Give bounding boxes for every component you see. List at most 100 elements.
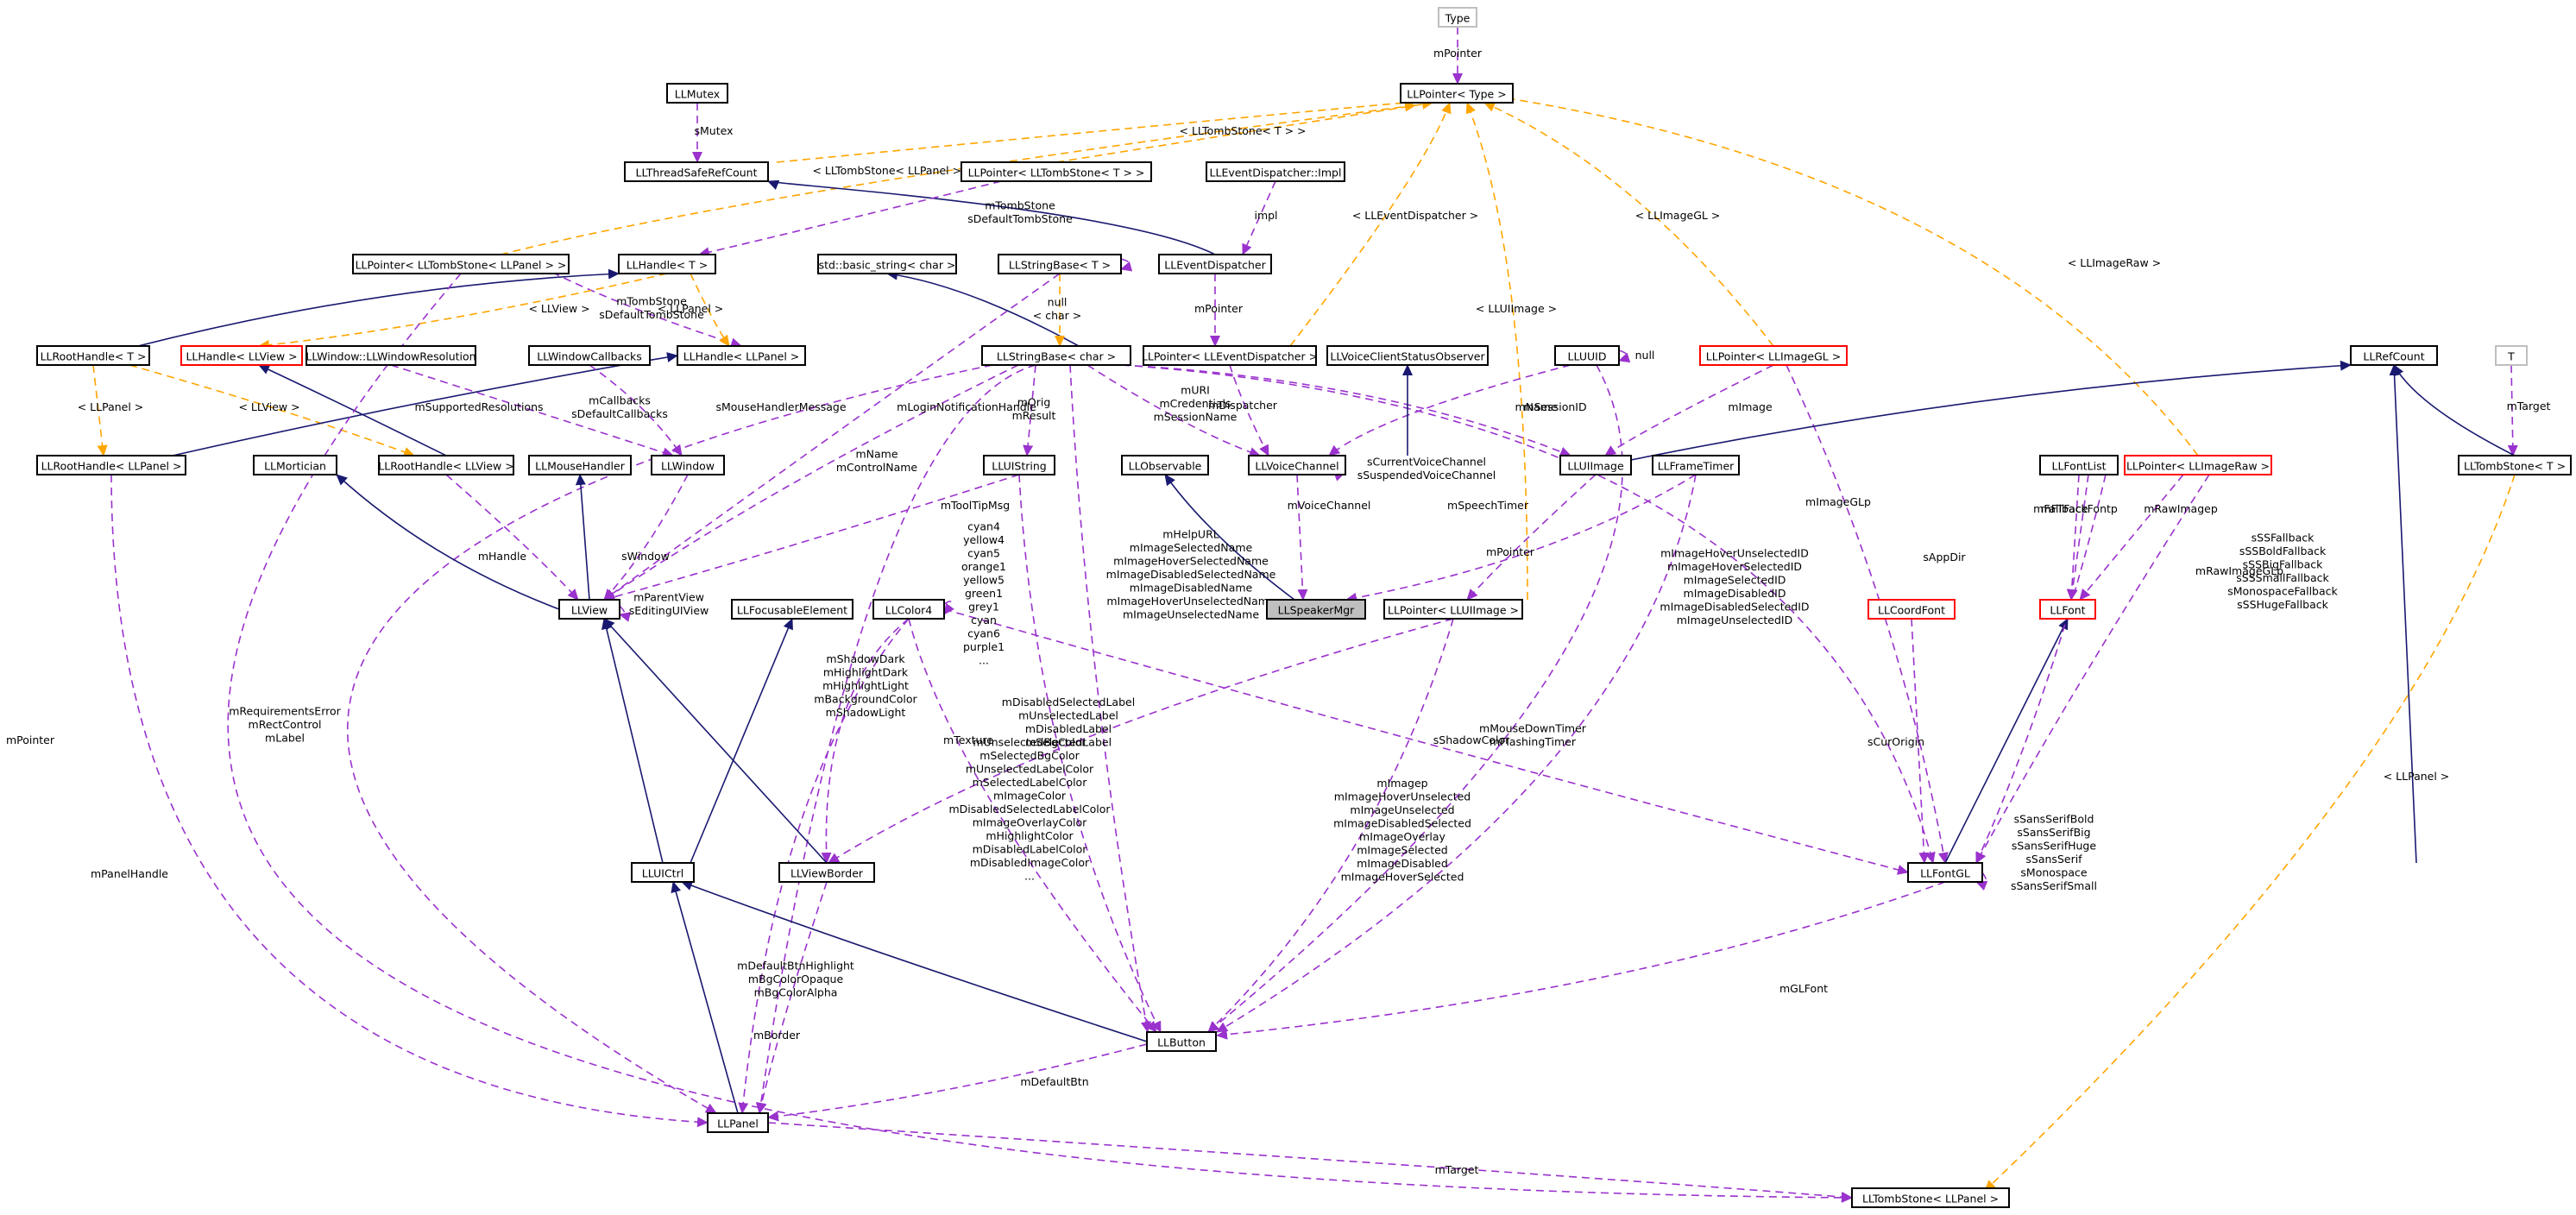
edge-label-ptr_imageraw-to-ptr_type: < LLImageRaw > (2068, 256, 2161, 269)
class-name: LLMouseHandler (535, 460, 626, 473)
class-node-handle-panel[interactable]: LLHandle< LLPanel > (677, 345, 806, 366)
edge-line (346, 364, 993, 1114)
edge-sb_char-to-uiimage (1121, 364, 1571, 457)
class-node-button[interactable]: LLButton (1146, 1031, 1217, 1052)
class-name: LLFont (2050, 604, 2085, 617)
edge-label-line: sShadowColor (1433, 733, 1510, 746)
edge-label-ptr_uiimage-to-button: mImagepmImageHoverUnselectedmImageUnsele… (1333, 777, 1471, 884)
edge-label-line: mSessionID (1523, 400, 1586, 413)
class-node-vchannel[interactable]: LLVoiceChannel (1248, 455, 1346, 475)
class-name: LLMortician (264, 460, 326, 473)
edge-label-line: cyan6 (967, 627, 1000, 640)
class-node-view[interactable]: LLView (558, 599, 620, 620)
class-node-ptr-ts-panel[interactable]: LLPointer< LLTombStone< LLPanel > > (352, 254, 570, 274)
class-node-uistring[interactable]: LLUIString (983, 455, 1055, 475)
class-name: LLFrameTimer (1658, 460, 1735, 473)
class-node-speakermgr[interactable]: LLSpeakerMgr (1266, 599, 1366, 620)
class-name: LLRefCount (2363, 350, 2424, 363)
class-node-panel[interactable]: LLPanel (707, 1112, 769, 1133)
class-node-frametimer[interactable]: LLFrameTimer (1652, 455, 1740, 475)
class-name: LLVoiceClientStatusObserver (1330, 350, 1485, 363)
class-node-mouse[interactable]: LLMouseHandler (528, 455, 632, 475)
edge-line (755, 364, 1036, 1114)
class-node-handle-t[interactable]: LLHandle< T > (618, 254, 716, 274)
class-node-handle-view[interactable]: LLHandle< LLView > (180, 345, 303, 366)
class-node-evd[interactable]: LLEventDispatcher (1158, 254, 1272, 274)
edge-label-line: mResult (1012, 409, 1056, 422)
class-node-uiimage[interactable]: LLUIImage (1559, 455, 1632, 475)
edge-fontlist-to-font (2066, 474, 2080, 601)
edge-label-line: mDisabledLabel (1025, 722, 1112, 735)
class-node-coordfont[interactable]: LLCoordFont (1867, 599, 1956, 620)
edge-line (601, 618, 664, 864)
class-node-tmplT[interactable]: T (2495, 345, 2528, 366)
class-name: LLPanel (717, 1117, 759, 1130)
class-name: Type (1445, 12, 1471, 25)
class-node-viewborder[interactable]: LLViewBorder (778, 862, 875, 883)
edge-uistring-to-button (1018, 474, 1162, 1033)
class-node-ptr-imageraw[interactable]: LLPointer< LLImageRaw > (2124, 455, 2272, 475)
class-node-ptr-imagegl[interactable]: LLPointer< LLImageGL > (1699, 345, 1848, 366)
class-node-ptr-ts-t[interactable]: LLPointer< LLTombStone< T > > (960, 161, 1152, 182)
class-node-win-cb[interactable]: LLWindowCallbacks (528, 345, 651, 366)
class-node-ptr-evd[interactable]: LLPointer< LLEventDispatcher > (1142, 345, 1318, 366)
class-node-ptr-type[interactable]: LLPointer< Type > (1400, 83, 1514, 104)
class-node-font[interactable]: LLFont (2039, 599, 2096, 620)
class-node-mortician[interactable]: LLMortician (253, 455, 337, 475)
edge-label-sb_char-to-button: mHelpURLmImageSelectedNamemImageHoverSel… (1106, 528, 1276, 621)
edge-label-line: sSSSmallFallback (2236, 571, 2329, 584)
class-node-ts-panel[interactable]: LLTombStone< LLPanel > (1851, 1187, 2010, 1208)
class-node-fontgl[interactable]: LLFontGL (1907, 862, 1983, 883)
class-node-ptr-uiimage[interactable]: LLPointer< LLUIImage > (1383, 599, 1523, 620)
class-node-window[interactable]: LLWindow (651, 455, 725, 475)
class-node-rh-view[interactable]: LLRootHandle< LLView > (378, 455, 514, 475)
class-box (1699, 345, 1848, 366)
class-box (1146, 1031, 1217, 1052)
class-node-mutex[interactable]: LLMutex (666, 83, 728, 104)
edge-color4-to-fontgl (943, 608, 1909, 875)
class-node-observable[interactable]: LLObservable (1121, 455, 1209, 475)
edge-line (828, 618, 1454, 864)
class-node-win-res[interactable]: LLWindow::LLWindowResolution (305, 345, 476, 366)
class-node-refcount[interactable]: LLRefCount (2350, 345, 2438, 366)
edge-label-line: mLabel (265, 732, 305, 745)
edge-uiimage-to-ptr_uiimage (1466, 474, 1597, 601)
class-node-type[interactable]: Type (1438, 7, 1477, 28)
class-node-tsrc[interactable]: LLThreadSafeRefCount (624, 161, 769, 182)
edge-label-line: mImageHoverSelected (1341, 870, 1464, 883)
class-node-sb-t[interactable]: LLStringBase< T > (998, 254, 1122, 274)
edge-ptr_evd-to-vchannel (1229, 364, 1269, 456)
edge-label-line: < char > (1033, 309, 1082, 322)
class-name: LLRootHandle< LLView > (378, 460, 513, 473)
edge-label-line: < LLTombStone< T > > (1180, 124, 1307, 137)
edge-label-uuid-to-button: mImageHoverUnselectedIDmImageHoverSelect… (1660, 546, 1809, 626)
class-node-focusable[interactable]: LLFocusableElement (731, 599, 853, 620)
class-node-color4[interactable]: LLColor4 (872, 599, 945, 620)
class-node-rh-t[interactable]: LLRootHandle< T > (36, 345, 150, 366)
class-node-uuid[interactable]: LLUUID (1554, 345, 1620, 366)
edge-sb_char-to-button (1069, 364, 1151, 1033)
class-node-ts-t[interactable]: LLTombStone< T > (2458, 455, 2572, 475)
edge-label-line: mCredentials (1159, 397, 1231, 410)
class-node-vcso[interactable]: LLVoiceClientStatusObserver (1326, 345, 1489, 366)
class-node-uictrl[interactable]: LLUICtrl (631, 862, 695, 883)
class-node-rh-panel[interactable]: LLRootHandle< LLPanel > (36, 455, 186, 475)
edge-label-color4-to-button: mUnselectedBgColormSelectedBgColormUnsel… (948, 736, 1111, 883)
edge-line (767, 1122, 1853, 1203)
edge-line (2389, 364, 2417, 864)
class-node-sb-char[interactable]: LLStringBase< char > (981, 345, 1131, 366)
class-node-basic-string[interactable]: std::basic_string< char > (817, 254, 957, 274)
class-node-evd-impl[interactable]: LLEventDispatcher::Impl (1206, 161, 1345, 182)
class-name: LLTombStone< T > (2464, 460, 2566, 473)
class-name: LLUIImage (1567, 460, 1624, 473)
edge-line (1975, 872, 1988, 891)
edge-label-line: mToolTipMsg (941, 499, 1010, 512)
class-box (305, 345, 476, 366)
edge-line (1207, 364, 1623, 1033)
class-box (378, 455, 514, 475)
edge-label-line: mHighlightLight (822, 679, 909, 692)
edge-ts_panel-to-refcount (2389, 364, 2417, 864)
class-node-fontlist[interactable]: LLFontList (2039, 455, 2119, 475)
class-box (1652, 455, 1740, 475)
